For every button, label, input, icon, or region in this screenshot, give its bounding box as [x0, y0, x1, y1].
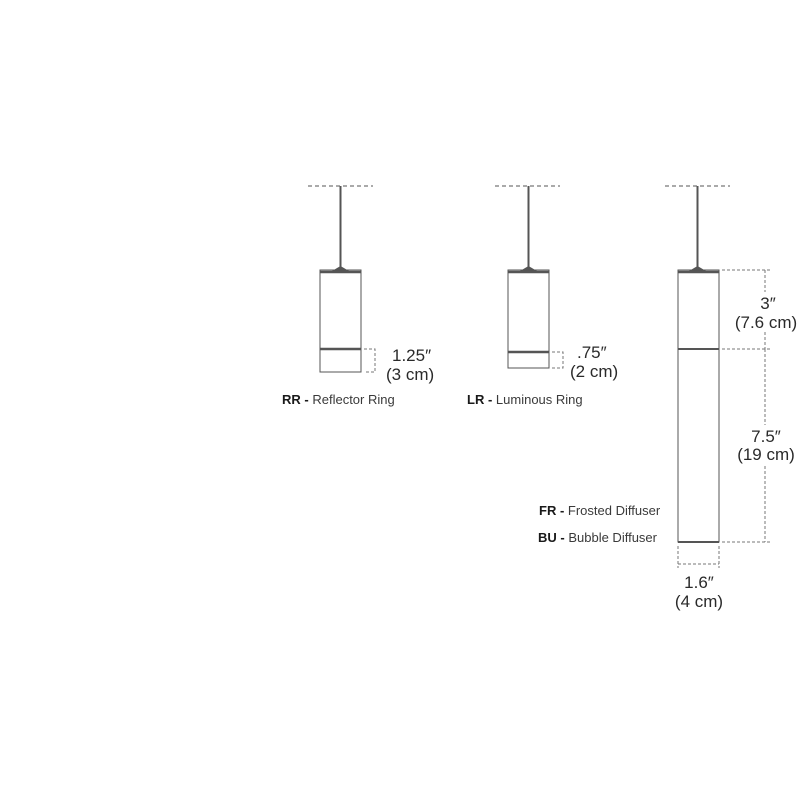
pendant-rr-drawing: [308, 185, 376, 373]
pendant-lr-drawing: [495, 185, 564, 369]
dim-bracket-lr: [552, 351, 564, 369]
lr-dim-inches: .75″: [577, 343, 607, 362]
rr-dim-inches: 1.25″: [392, 346, 432, 365]
tall-width-dim-inches: 1.6″: [684, 573, 714, 592]
rr-caption: RR - Reflector Ring: [282, 392, 395, 407]
shade-rr: [319, 269, 362, 373]
tall-body-dim-inches: 7.5″: [751, 427, 781, 446]
bu-name: Bubble Diffuser: [568, 530, 657, 545]
tall-body-dim-cm: (19 cm): [737, 445, 795, 464]
rr-name: Reflector Ring: [312, 392, 395, 407]
lr-code: LR -: [467, 392, 493, 407]
lr-dim-cm: (2 cm): [570, 362, 619, 381]
pendant-tall-drawing: [665, 185, 770, 568]
lr-caption: LR - Luminous Ring: [467, 392, 583, 407]
fr-code: FR -: [539, 503, 565, 518]
tall-top-dim-cm: (7.6 cm): [734, 313, 798, 332]
shade-tall: [677, 269, 720, 543]
option-fr-caption: FR - Frosted Diffuser: [539, 503, 660, 518]
rr-code: RR -: [282, 392, 309, 407]
lr-name: Luminous Ring: [495, 392, 583, 407]
rr-dim-cm: (3 cm): [386, 365, 435, 384]
bu-code: BU -: [538, 530, 565, 545]
tall-width-dim-cm: (4 cm): [674, 592, 724, 611]
option-bu-caption: BU - Bubble Diffuser: [538, 530, 657, 545]
dim-bracket-rr: [364, 348, 376, 373]
fr-name: Frosted Diffuser: [567, 503, 661, 518]
tall-top-dim-inches: 3″: [760, 294, 776, 313]
shade-lr: [507, 269, 550, 369]
